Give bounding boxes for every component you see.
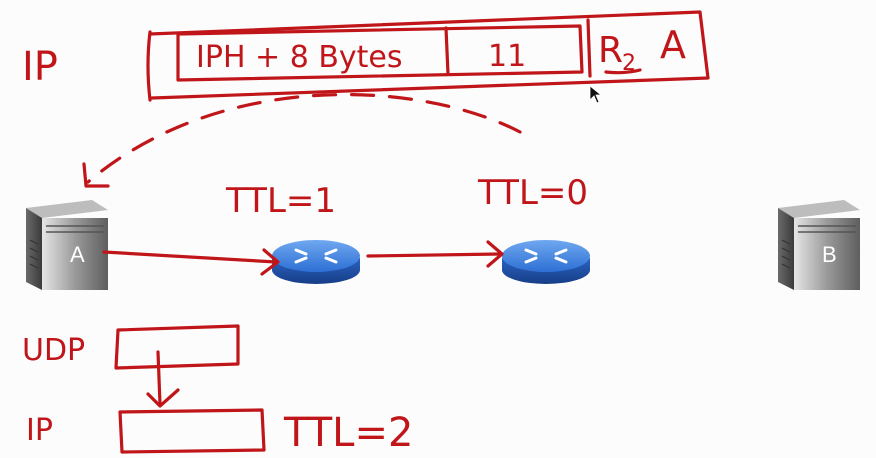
encapsulation-arrow-head xyxy=(146,388,180,408)
host-a-server: A xyxy=(26,200,108,290)
ip-packet-divider-2 xyxy=(586,18,592,78)
router-2-ttl-label: TTL=0 xyxy=(477,173,588,213)
ip-packet-dest-text: A xyxy=(660,23,686,67)
ip-packet-payload-text: IPH + 8 Bytes xyxy=(196,40,403,75)
host-a-label: A xyxy=(70,242,85,267)
arrow-router-1-to-router-2 xyxy=(366,252,502,258)
ip-packet-outer-bracket-left xyxy=(146,30,152,102)
router-2-icon xyxy=(502,240,590,284)
arrow-router-1-to-router-2-head xyxy=(486,240,504,268)
udp-layer-label: UDP xyxy=(22,333,85,368)
host-b-body xyxy=(794,218,860,290)
encapsulation-arrow xyxy=(156,350,162,406)
router-1-ttl-label: TTL=1 xyxy=(225,181,336,221)
arrow-a-to-router-1 xyxy=(102,250,278,264)
ip-packet-router-underline xyxy=(604,68,642,75)
host-b-server: B xyxy=(778,200,860,290)
host-a-body xyxy=(42,218,108,290)
ip-packet-router-text: R xyxy=(598,30,623,71)
icmp-return-arrowhead xyxy=(82,162,110,188)
ip-packet-outer-box xyxy=(148,10,710,100)
ip-packet-diagram: IP IPH + 8 Bytes 11 R 2 A xyxy=(22,10,710,102)
icmp-return-dashed-arc xyxy=(86,92,522,184)
ip-layer-label: IP xyxy=(26,413,53,448)
udp-segment-box xyxy=(114,324,240,370)
ip-packet-label: IP xyxy=(22,44,58,90)
ip-packet-protocol-text: 11 xyxy=(488,39,526,74)
ip-packet-divider-1 xyxy=(444,26,450,76)
router-1-icon xyxy=(272,240,360,284)
ip-datagram-box xyxy=(118,408,266,454)
ip-packet-router-subscript: 2 xyxy=(622,51,636,76)
host-b-label: B xyxy=(822,242,837,267)
mouse-cursor-icon xyxy=(589,85,603,104)
ip-ttl-label: TTL=2 xyxy=(283,410,413,456)
arrow-a-to-router-1-head xyxy=(260,248,280,276)
protocol-stack-sketch: UDP IP TTL=2 xyxy=(22,324,413,456)
